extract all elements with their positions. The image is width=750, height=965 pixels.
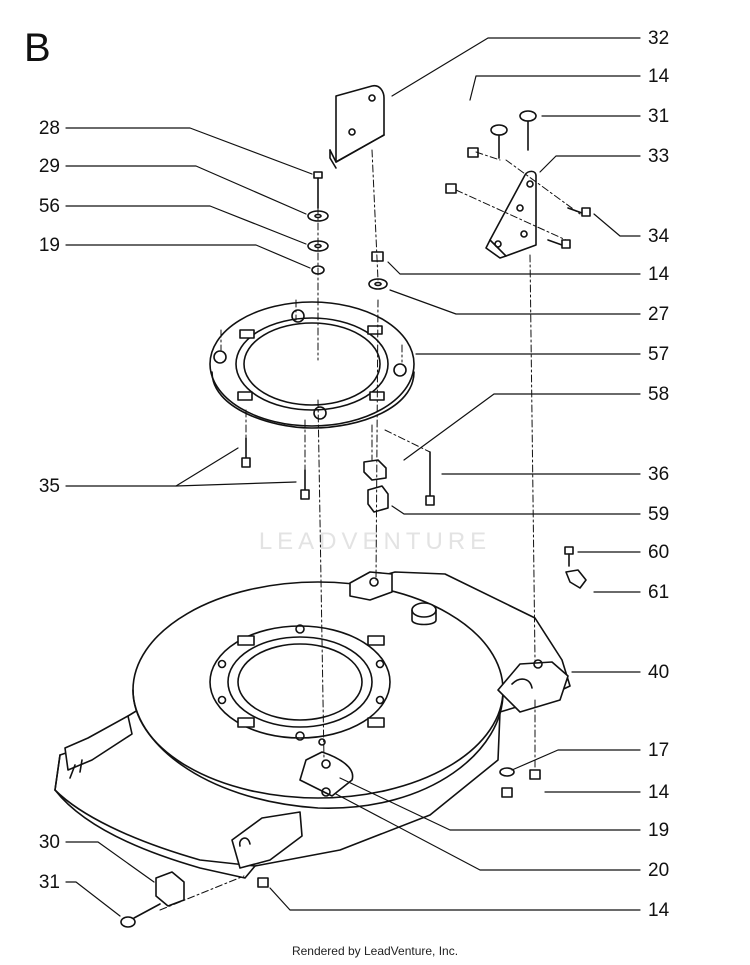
callout-14: 14 — [648, 66, 670, 87]
callout-14: 14 — [648, 782, 670, 803]
callout-36: 36 — [648, 464, 670, 485]
section-letter: B — [24, 26, 51, 70]
callout-58: 58 — [648, 384, 670, 405]
callout-57: 57 — [648, 344, 670, 365]
footer-credit: Rendered by LeadVenture, Inc. — [291, 944, 459, 958]
ring-plate — [209, 301, 415, 429]
callout-33: 33 — [648, 146, 670, 167]
callout-29: 29 — [38, 156, 60, 177]
bracket-32 — [329, 84, 385, 169]
callout-20: 20 — [648, 860, 670, 881]
callout-35: 35 — [38, 476, 60, 497]
callout-28: 28 — [38, 118, 60, 139]
mower-deck — [54, 571, 571, 879]
bracket-33 — [485, 170, 537, 259]
callout-14: 14 — [648, 264, 670, 285]
callout-17: 17 — [648, 740, 670, 761]
callout-40: 40 — [648, 662, 670, 683]
callout-61: 61 — [648, 582, 670, 603]
callout-14: 14 — [648, 900, 670, 921]
leader-lines — [65, 37, 641, 917]
callout-34: 34 — [648, 226, 670, 247]
callout-30: 30 — [38, 832, 60, 853]
callout-19: 19 — [38, 235, 60, 256]
assembly-centerlines — [159, 149, 581, 911]
callout-31: 31 — [648, 106, 670, 127]
hardware — [120, 110, 591, 928]
callout-56: 56 — [38, 196, 60, 217]
callout-27: 27 — [648, 304, 670, 325]
callout-59: 59 — [648, 504, 670, 525]
watermark: LEADVENTURE — [258, 528, 492, 555]
callout-32: 32 — [648, 28, 670, 49]
callout-60: 60 — [648, 542, 670, 563]
callout-19: 19 — [648, 820, 670, 841]
callout-31: 31 — [38, 872, 60, 893]
